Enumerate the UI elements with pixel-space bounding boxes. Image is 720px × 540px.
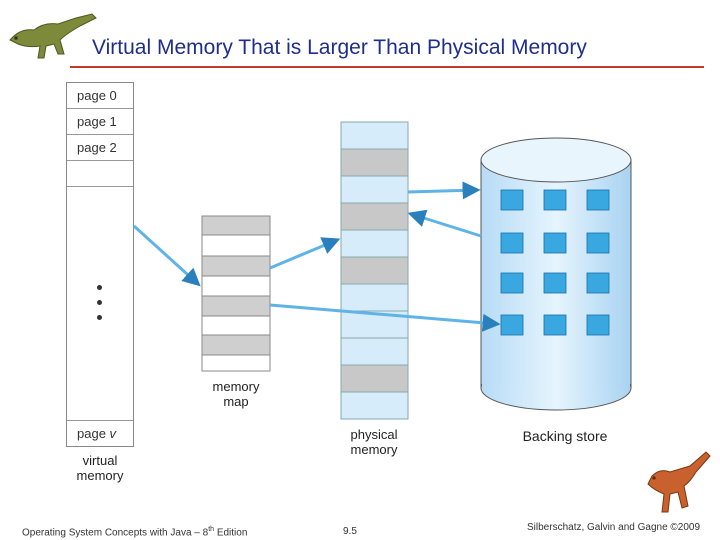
- page-0-cell: page 0: [67, 83, 133, 109]
- frame: [340, 202, 409, 231]
- frame: [340, 121, 409, 150]
- memory-map-entry: [201, 255, 271, 277]
- arrow-store-to-physical: [407, 209, 482, 238]
- page-v-variable: v: [109, 426, 117, 441]
- memory-map-entry: [201, 234, 271, 257]
- memory-map-entry: [201, 354, 271, 372]
- block: [586, 272, 610, 294]
- physical-memory-label-line2: memory: [350, 442, 398, 457]
- memory-map-entry: [201, 215, 271, 236]
- memory-map-entry: [201, 275, 271, 297]
- block: [543, 189, 567, 211]
- frame: [340, 364, 409, 393]
- page-2-cell: page 2: [67, 135, 133, 161]
- block: [586, 232, 610, 254]
- memory-map-label-line1: memory: [212, 379, 260, 394]
- block: [500, 314, 524, 336]
- virtual-memory-label-line1: virtual: [82, 453, 118, 468]
- page-blank-cell: [67, 161, 133, 187]
- arrow-map-to-store: [269, 303, 501, 332]
- arrow-vm-to-map: [132, 224, 201, 287]
- footer-course: Operating System Concepts with Java – 8t…: [22, 526, 247, 538]
- physical-memory: [340, 121, 409, 420]
- frame: [340, 229, 409, 258]
- block: [500, 189, 524, 211]
- physical-memory-label-line1: physical: [350, 427, 398, 442]
- block: [500, 272, 524, 294]
- block: [543, 314, 567, 336]
- arrow-map-to-physical: [269, 237, 341, 270]
- memory-map-entry: [201, 315, 271, 336]
- frame: [340, 337, 409, 366]
- page-v-prefix: page: [77, 426, 110, 441]
- backing-store-label: Backing store: [522, 428, 608, 444]
- virtual-memory-label: virtual memory: [60, 453, 140, 483]
- memory-map-label: memory map: [196, 379, 276, 409]
- footer-course-suffix: Edition: [214, 527, 248, 539]
- block: [586, 189, 610, 211]
- page-1-cell: page 1: [67, 109, 133, 135]
- frame: [340, 283, 409, 312]
- backing-store-blocks: [500, 189, 610, 336]
- ellipsis-dot: [97, 315, 102, 320]
- slide-title: Virtual Memory That is Larger Than Physi…: [92, 36, 587, 59]
- block: [500, 232, 524, 254]
- arrow-physical-to-store: [407, 181, 481, 200]
- memory-map: [201, 215, 271, 372]
- page-v-cell: page v: [67, 420, 133, 446]
- virtual-memory-label-line2: memory: [76, 468, 124, 483]
- footer-course-text: Operating System Concepts with Java – 8: [22, 527, 209, 539]
- footer-course-sup: th: [208, 526, 215, 533]
- footer-copyright: Silberschatz, Galvin and Gagne ©2009: [527, 522, 701, 533]
- block: [543, 272, 567, 294]
- frame: [340, 256, 409, 285]
- memory-map-entry: [201, 334, 271, 356]
- footer-page-number: 9.5: [343, 526, 357, 537]
- block: [543, 232, 567, 254]
- frame: [340, 148, 409, 177]
- block: [586, 314, 610, 336]
- memory-map-label-line2: map: [223, 394, 249, 409]
- ellipsis-dot: [97, 300, 102, 305]
- title-divider: [70, 66, 704, 68]
- frame: [340, 175, 409, 204]
- virtual-memory-column: page 0 page 1 page 2 page v: [66, 82, 134, 447]
- memory-map-entry: [201, 295, 271, 317]
- physical-memory-label: physical memory: [334, 427, 414, 457]
- frame: [340, 391, 409, 420]
- ellipsis-dot: [97, 285, 102, 290]
